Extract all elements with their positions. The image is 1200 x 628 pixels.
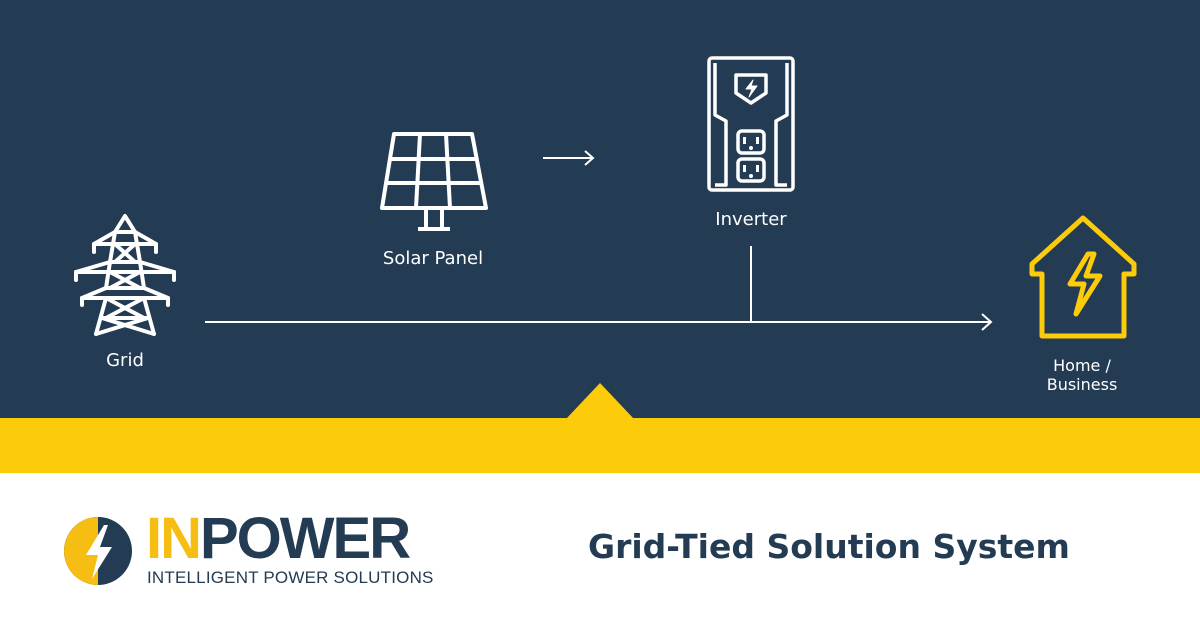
brand-tagline: INTELLIGENT POWER SOLUTIONS <box>147 568 434 587</box>
accent-band <box>0 418 1200 473</box>
solar-to-inverter-arrowhead <box>584 150 595 166</box>
diagram-panel: Grid Solar Panel <box>0 0 1200 420</box>
grid-label: Grid <box>106 350 144 371</box>
home-arrowhead <box>981 313 993 331</box>
accent-notch <box>566 383 634 419</box>
footer <box>0 473 1200 628</box>
connector-lines <box>205 150 993 331</box>
brand-logo-icon <box>64 517 132 585</box>
home-label-line1: Home / <box>1053 356 1111 375</box>
brand-name: INPOWER <box>146 510 411 568</box>
inverter-label: Inverter <box>715 209 787 230</box>
home-business-label: Home / Business <box>1022 356 1142 394</box>
home-label-line2: Business <box>1046 375 1118 394</box>
house-lightning-icon <box>1029 215 1137 339</box>
page-title: Grid-Tied Solution System <box>588 527 1070 566</box>
solar-panel-label: Solar Panel <box>382 248 484 269</box>
transmission-tower-icon <box>74 214 176 336</box>
solar-panel-icon <box>380 132 488 231</box>
brand-name-power: POWER <box>200 506 411 571</box>
inverter-icon <box>707 56 795 192</box>
brand-name-in: IN <box>146 506 202 571</box>
